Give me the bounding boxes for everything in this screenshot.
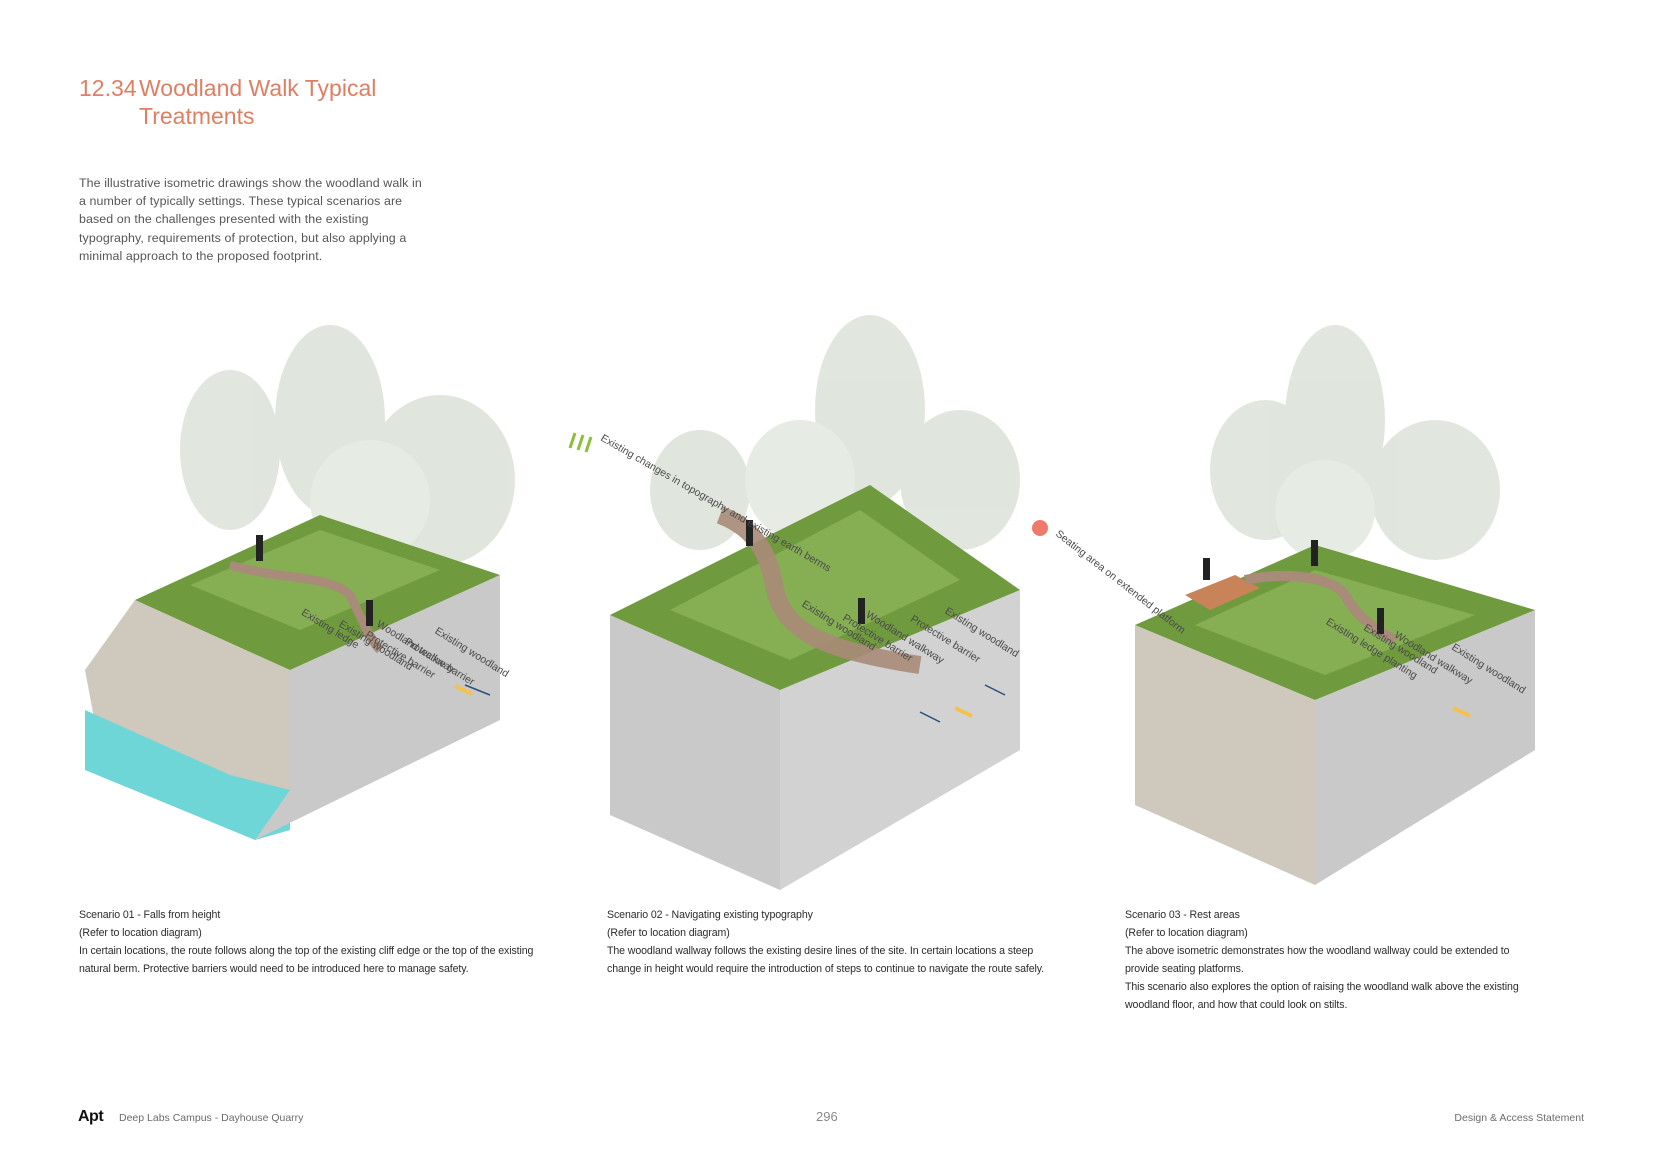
- page-number: 296: [816, 1109, 838, 1124]
- vegetation-highlight: [670, 510, 960, 660]
- scenario-3-body-1: The above isometric demonstrates how the…: [1125, 945, 1510, 975]
- ground-side: [255, 575, 500, 840]
- ground-front: [610, 615, 780, 890]
- scenario-3-caption: Scenario 03 - Rest areas (Refer to locat…: [1125, 906, 1545, 1014]
- water: [85, 710, 290, 840]
- vegetation-highlight: [1195, 570, 1475, 675]
- seating-marker: [1032, 520, 1048, 536]
- person-figure: [366, 600, 373, 626]
- scenario-1-body: In certain locations, the route follows …: [79, 945, 534, 975]
- scenario-3-body-2: This scenario also explores the option o…: [1125, 981, 1519, 1011]
- person-figure: [746, 520, 753, 546]
- walkway-path: [1244, 570, 1398, 645]
- label-seating-area: Seating area on extended platform: [1053, 528, 1188, 637]
- scenario-2-ref: (Refer to location diagram): [607, 927, 730, 939]
- seating-platform: [1185, 575, 1260, 610]
- footer-project: Deep Labs Campus - Dayhouse Quarry: [119, 1112, 304, 1124]
- scenario-2-illustration: Existing changes in topography and exist…: [568, 315, 1070, 890]
- footer-document: Design & Access Statement: [1454, 1112, 1584, 1124]
- walkway-marker: [1452, 706, 1471, 718]
- scenario-1-isometric: Existing woodland Protective barrier Woo…: [85, 325, 515, 840]
- scenario-2-body: The woodland wallway follows the existin…: [607, 945, 1045, 975]
- title-line-1: Woodland Walk Typical: [139, 75, 377, 101]
- scenario-1-title: Scenario 01 - Falls from height: [79, 909, 221, 921]
- section-number: 12.34: [79, 75, 137, 101]
- background-trees: [1210, 325, 1500, 560]
- person-figure: [1311, 540, 1318, 566]
- ground-side: [1315, 610, 1535, 885]
- walkway-marker: [954, 706, 973, 718]
- scenario-2-caption: Scenario 02 - Navigating existing typogr…: [607, 906, 1052, 978]
- scenario-3-illustration: Seating area on extended platform Existi…: [1032, 325, 1585, 890]
- barrier-marker: [919, 711, 941, 723]
- scenario-3-title: Scenario 03 - Rest areas: [1125, 909, 1240, 921]
- person-figure: [1203, 558, 1210, 580]
- walkway-marker: [454, 684, 473, 696]
- topography-marker: [568, 432, 593, 453]
- scenario-3-ref: (Refer to location diagram): [1125, 927, 1248, 939]
- person-figure: [858, 598, 865, 624]
- person-figure: [1377, 608, 1384, 634]
- scenario-3-isometric: Seating area on extended platform Existi…: [1032, 325, 1535, 885]
- scenario-2-isometric: Existing changes in topography and exist…: [568, 315, 1021, 890]
- scenario-1-illustration: Existing woodland Protective barrier Woo…: [80, 325, 550, 890]
- intro-paragraph: The illustrative isometric drawings show…: [79, 176, 422, 263]
- cliff-face: [1135, 625, 1315, 885]
- person-figure: [256, 535, 263, 561]
- apt-logo: Apt: [78, 1108, 104, 1125]
- title-line-2: Treatments: [139, 103, 255, 129]
- scenario-1-caption: Scenario 01 - Falls from height (Refer t…: [79, 906, 539, 978]
- walkway-path: [228, 560, 384, 654]
- barrier-marker: [464, 684, 491, 696]
- scenario-1-ref: (Refer to location diagram): [79, 927, 202, 939]
- scenario-2-title: Scenario 02 - Navigating existing typogr…: [607, 909, 813, 921]
- barrier-marker: [984, 684, 1006, 696]
